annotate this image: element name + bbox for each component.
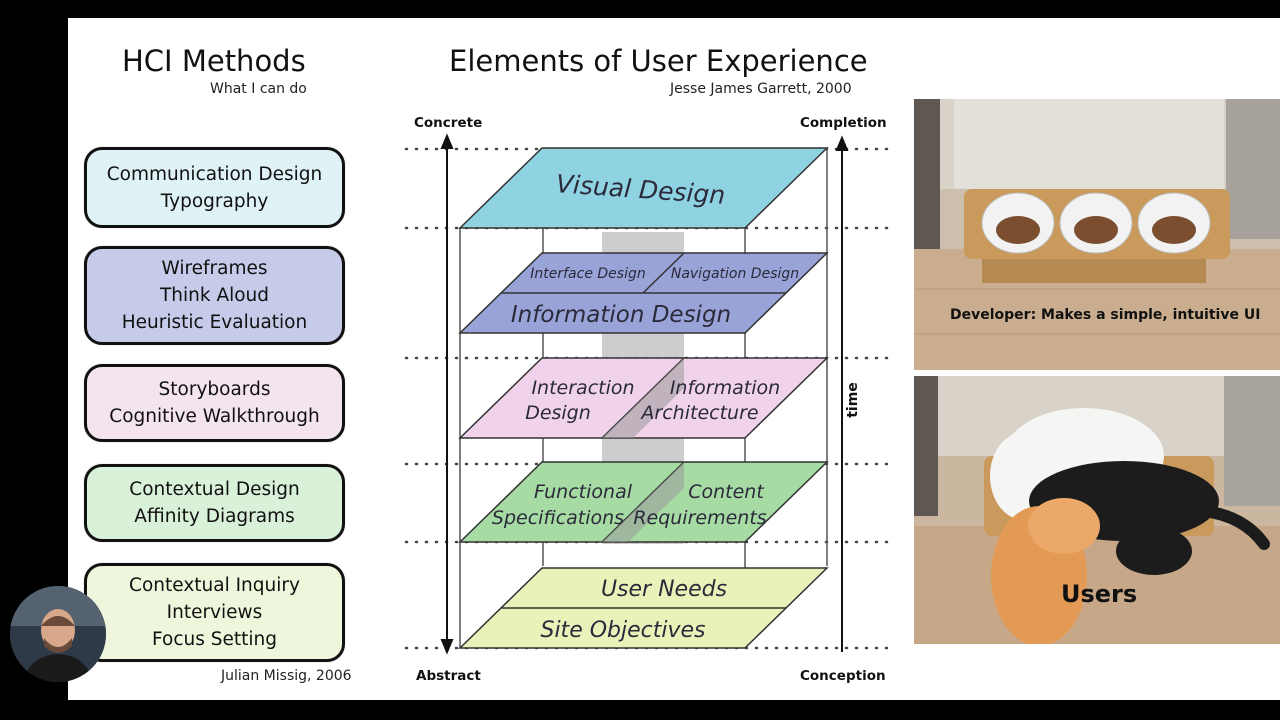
label-interaction-design: Interaction [531,377,634,399]
method-box-contextual-design: Contextual Design Affinity Diagrams [84,464,345,542]
users-caption: Users [1061,580,1138,608]
layer-strategy [458,567,829,649]
method-line: Heuristic Evaluation [121,312,308,333]
methods-credit: Julian Missig, 2006 [221,668,352,684]
method-line: Wireframes [161,258,268,279]
photo-developer-image [914,99,1280,370]
label-interaction-design-2: Design [525,402,591,424]
method-line: Cognitive Walkthrough [109,406,320,427]
hci-methods-subtitle: What I can do [210,81,307,97]
label-content-requirements-2: Requirements [633,507,766,529]
hci-methods-title: HCI Methods [122,44,306,78]
layer-surface [458,147,829,229]
method-line: Affinity Diagrams [134,506,295,527]
time-label: time [845,382,861,418]
presenter-avatar [10,586,106,682]
method-box-storyboards: Storyboards Cognitive Walkthrough [84,364,345,442]
label-user-needs: User Needs [601,577,727,602]
layer-skeleton [458,252,829,334]
label-information-design: Information Design [511,302,731,328]
label-functional-specifications-2: Specifications [492,507,624,529]
developer-caption: Developer: Makes a simple, intuitive UI [950,307,1261,323]
label-site-objectives: Site Objectives [540,618,705,643]
method-box-communication: Communication Design Typography [84,147,345,228]
photo-users-image [914,376,1280,644]
ux-elements-diagram: Visual Design Interface Design Navigatio… [404,133,892,655]
method-line: Typography [160,190,269,212]
method-line: Storyboards [158,379,271,400]
method-box-wireframes: Wireframes Think Aloud Heuristic Evaluat… [84,246,345,345]
presentation-slide: HCI Methods What I can do Communication … [68,18,1280,700]
axis-label-concrete: Concrete [414,115,483,131]
method-box-contextual-inquiry: Contextual Inquiry Interviews Focus Sett… [84,563,345,662]
axis-label-abstract: Abstract [416,668,481,684]
method-line: Think Aloud [159,285,270,306]
method-line: Contextual Inquiry [129,575,300,596]
method-line: Focus Setting [152,629,277,650]
label-content-requirements: Content [688,481,765,503]
label-information-architecture-2: Architecture [639,402,758,424]
label-information-architecture: Information [670,377,780,399]
elements-attribution: Jesse James Garrett, 2000 [670,81,852,97]
label-interface-design: Interface Design [530,266,645,282]
label-functional-specifications: Functional [534,481,633,503]
method-line: Contextual Design [129,479,300,500]
presenter-webcam [10,586,106,682]
left-axis-arrow [440,133,454,655]
axis-label-conception: Conception [800,668,886,684]
photo-users: Users [914,376,1280,644]
gray-band-overlay-scope [602,462,684,542]
gray-band-overlay-structure [602,358,684,438]
axis-label-completion: Completion [800,115,887,131]
photo-developer: Developer: Makes a simple, intuitive UI [914,99,1280,370]
method-line: Interviews [166,602,263,623]
elements-title: Elements of User Experience [449,44,868,78]
label-navigation-design: Navigation Design [671,266,799,282]
right-axis-arrow [835,135,849,652]
method-line: Communication Design [106,163,323,185]
